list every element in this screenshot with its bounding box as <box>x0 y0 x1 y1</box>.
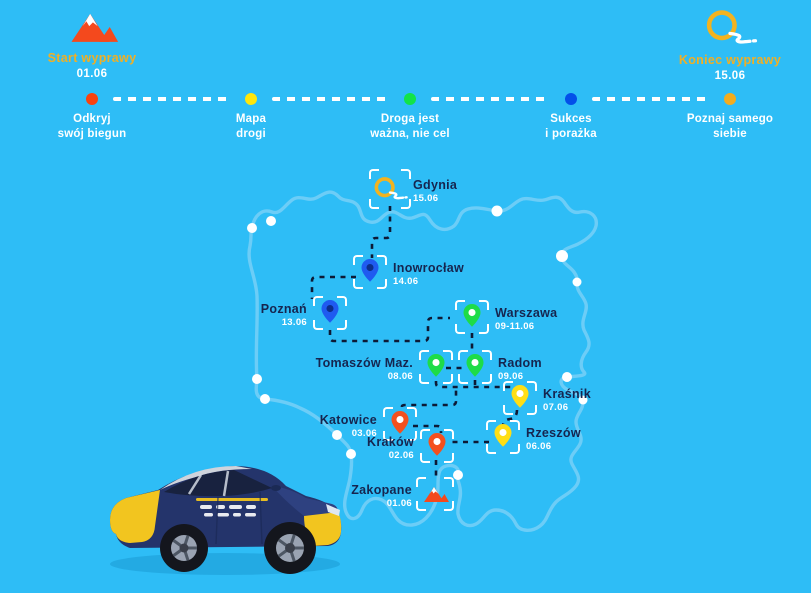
city-name: Zakopane <box>351 483 412 497</box>
city-date: 06.06 <box>526 441 552 452</box>
city-date: 01.06 <box>386 498 412 509</box>
city-date: 02.06 <box>388 450 414 461</box>
start-date: 01.06 <box>76 68 108 80</box>
timeline-dash <box>431 97 549 101</box>
city-date: 15.06 <box>413 193 439 204</box>
timeline-dash <box>113 97 229 101</box>
focus-frame <box>420 429 454 463</box>
city-name: Tomaszów Maz. <box>315 356 413 370</box>
city-name: Inowrocław <box>393 261 465 275</box>
timeline-dash <box>272 97 388 101</box>
city-name: Poznań <box>260 302 307 316</box>
timeline-dot-1 <box>86 93 98 105</box>
city-date: 07.06 <box>543 402 569 413</box>
focus-frame <box>416 477 454 511</box>
poland-border <box>247 190 598 532</box>
map-pin-icon <box>321 300 339 323</box>
route-finish-icon <box>374 177 408 200</box>
city-name: Warszawa <box>495 306 558 320</box>
focus-frame <box>486 420 520 454</box>
car-wheels <box>160 522 316 574</box>
city-name: Katowice <box>319 413 377 427</box>
map-pin-icon <box>427 354 445 377</box>
city-name: Kraśnik <box>543 387 591 401</box>
timeline-dot-2 <box>245 93 257 105</box>
map-pin-icon <box>391 411 409 434</box>
focus-frame <box>455 300 489 334</box>
city-date: 09-11.06 <box>495 321 535 332</box>
finish-date: 15.06 <box>714 70 746 82</box>
finish-title: Koniec wyprawy <box>678 53 782 67</box>
expedition-end-block: Koniec wyprawy 15.06 <box>645 8 811 82</box>
city-date: 14.06 <box>393 276 419 287</box>
city-date: 08.06 <box>387 371 413 382</box>
timeline-dot-5 <box>724 93 736 105</box>
mountain-icon <box>424 487 449 502</box>
city-name: Kraków <box>367 435 414 449</box>
city-date: 03.06 <box>351 428 377 439</box>
city-name: Radom <box>498 356 542 370</box>
focus-frame <box>458 350 492 384</box>
mountain-icon <box>71 13 119 42</box>
city-date: 09.06 <box>498 371 524 382</box>
focus-frame <box>313 296 347 330</box>
focus-frame <box>383 407 417 441</box>
city-name: Rzeszów <box>526 426 581 440</box>
map-pin-icon <box>463 304 481 327</box>
car-livery-stripe <box>196 498 268 501</box>
focus-frame <box>419 350 453 384</box>
timeline-dot-4 <box>565 93 577 105</box>
focus-frame <box>353 255 387 289</box>
timeline-dot-3 <box>404 93 416 105</box>
focus-frame <box>503 381 537 415</box>
car-sponsor-logos <box>200 505 256 517</box>
border-waypoint-dots <box>247 205 588 480</box>
expedition-start-block: Start wyprawy 01.06 <box>7 8 177 80</box>
city-name: Gdynia <box>413 178 458 192</box>
map-pin-icon <box>361 259 379 282</box>
map-pin-icon <box>466 354 484 377</box>
start-title: Start wyprawy <box>47 51 137 65</box>
focus-frame <box>369 169 411 209</box>
map-pin-icon <box>428 433 446 456</box>
timeline-dash <box>592 97 708 101</box>
expedition-car-image <box>110 466 342 575</box>
map-pin-icon <box>494 424 512 447</box>
route-dashed-path <box>310 206 519 481</box>
city-date: 13.06 <box>281 317 307 328</box>
route-finish-icon <box>706 10 758 44</box>
map-pin-icon <box>511 385 529 408</box>
